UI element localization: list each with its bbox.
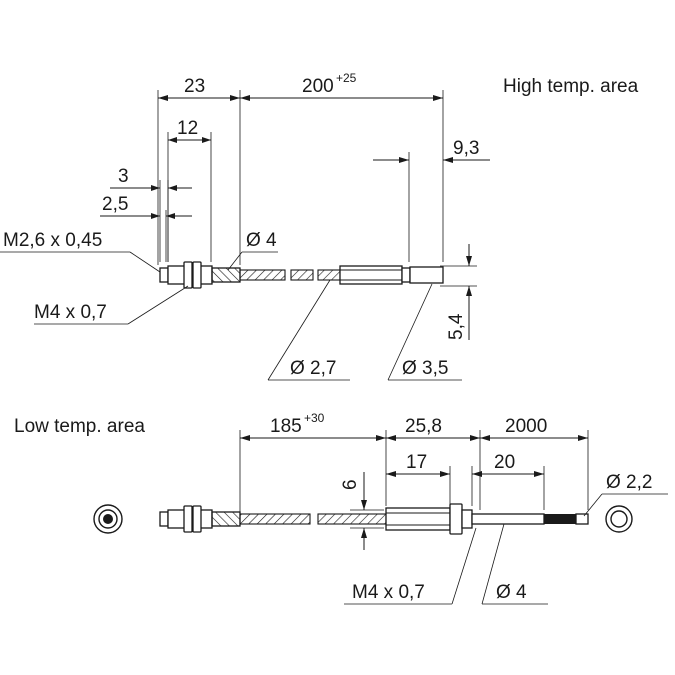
dim-20: 20: [471, 452, 545, 510]
label-m4-high: M4 x 0,7: [34, 302, 107, 323]
dim-23: 23: [157, 76, 241, 265]
dim-200: 200 +25: [240, 71, 444, 262]
dim-6: 6: [340, 472, 384, 550]
nut-left: [183, 261, 193, 289]
dim-200-text: 200: [302, 76, 334, 97]
dim-17-text: 17: [406, 452, 427, 473]
low-temp-section: Low temp. area 185 +30 25,8 2000: [14, 411, 668, 605]
dim-2000: 2000: [480, 416, 589, 510]
low-sleeve: [385, 507, 451, 531]
dim-17: 17: [386, 452, 451, 506]
dim-23-text: 23: [184, 76, 205, 97]
low-nut-left: [183, 505, 193, 533]
sensor-tip: [159, 267, 169, 283]
label-dia2-7: Ø 2,7: [290, 358, 336, 379]
left-end-view: [93, 504, 123, 534]
low-knurl: [211, 511, 241, 527]
label-m2-6: M2,6 x 0,45: [3, 230, 102, 251]
dim-12-text: 12: [177, 118, 198, 139]
dim-185-tolerance: +30: [304, 411, 325, 425]
sleeve: [339, 265, 403, 285]
low-cable-section-2: [317, 513, 387, 525]
dim-185: 185 +30: [239, 411, 387, 512]
dim-185-text: 185: [270, 416, 302, 437]
dim-200-tolerance: +25: [336, 71, 357, 85]
cable-section-2: [290, 269, 314, 281]
dim-6-text: 6: [340, 479, 361, 490]
dim-25-8-text: 25,8: [405, 416, 442, 437]
low-temp-title: Low temp. area: [14, 416, 145, 437]
dim-9-3-text: 9,3: [453, 138, 479, 159]
right-end-view: [605, 505, 633, 533]
dim-20-text: 20: [494, 452, 515, 473]
high-temp-title: High temp. area: [503, 76, 639, 97]
nut-right: [192, 261, 202, 289]
label-m4-low: M4 x 0,7: [352, 582, 425, 603]
low-sleeve-nut: [449, 503, 463, 535]
dim-25-8: 25,8: [386, 416, 481, 510]
low-temp-sensor: [159, 503, 589, 535]
low-cable-section-1: [239, 513, 311, 525]
sleeve-end: [401, 267, 411, 283]
low-fibre-end: [575, 513, 589, 525]
high-temp-sensor: [159, 261, 444, 289]
label-dia4-high: Ø 4: [246, 230, 277, 251]
dim-2000-text: 2000: [505, 416, 547, 437]
low-sleeve-end: [461, 509, 473, 529]
low-sensor-tip: [159, 511, 169, 527]
dim-9-3: 9,3: [373, 138, 490, 262]
end-tip: [409, 266, 444, 284]
low-temp-labels: Ø 2,2 M4 x 0,7 Ø 4: [344, 472, 668, 605]
knurl: [211, 267, 241, 283]
label-dia2-2: Ø 2,2: [606, 472, 652, 493]
cable-section-3: [317, 269, 341, 281]
dim-3: 3: [110, 166, 192, 262]
label-dia4-low: Ø 4: [496, 582, 527, 603]
dim-2-5-text: 2,5: [102, 194, 128, 215]
dim-5-4-text: 5,4: [446, 313, 467, 340]
low-nut-right: [192, 505, 202, 533]
low-fibre-tube: [471, 513, 545, 525]
dim-5-4: 5,4: [440, 244, 477, 340]
label-dia3-5: Ø 3,5: [402, 358, 448, 379]
dim-3-text: 3: [118, 166, 129, 187]
cable-section-1: [239, 269, 286, 281]
low-fibre-dark: [544, 514, 576, 524]
high-temp-section: High temp. area 23 200 +25 12: [0, 71, 639, 381]
high-temp-labels: M2,6 x 0,45 M4 x 0,7 Ø 4 Ø 2,7 Ø 3,5: [0, 230, 462, 381]
dim-2-5: 2,5: [100, 194, 192, 262]
